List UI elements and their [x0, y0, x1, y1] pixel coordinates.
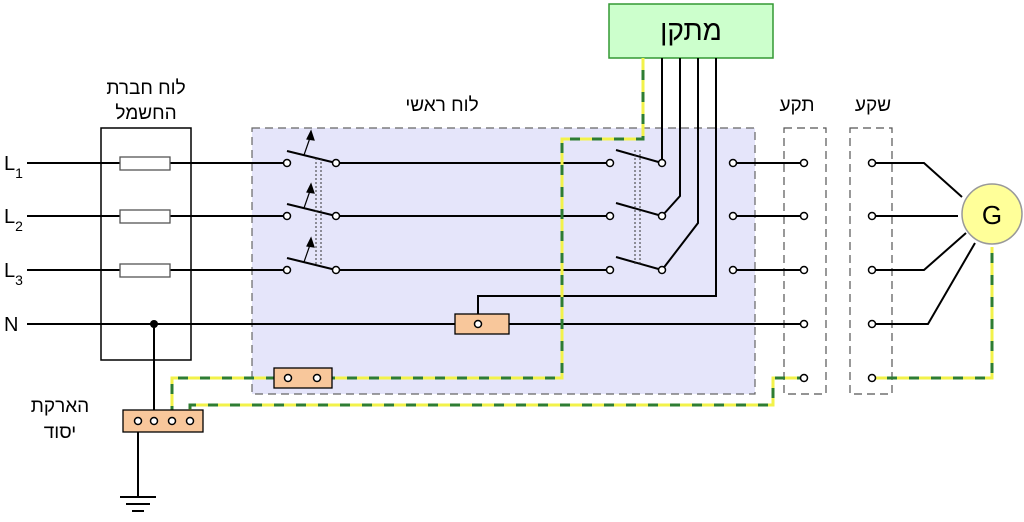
utility-panel-box [100, 127, 192, 361]
plug-label: תקע [779, 95, 814, 116]
main-breaker-linkage [315, 158, 322, 266]
changeover-switch [615, 149, 663, 271]
utility-fuses [119, 156, 171, 278]
device-box [608, 3, 774, 59]
main-breaker-arrows [303, 129, 315, 263]
phase-label-l2: L2 [4, 206, 23, 234]
generator-label: G [982, 200, 1002, 230]
socket-box [849, 127, 893, 395]
device-feed-wires [477, 58, 717, 324]
earthing-label-line1: הארקת [31, 396, 89, 417]
device-label: מתקן [660, 15, 722, 46]
ground-symbol [120, 496, 156, 512]
socket-label: שקע [855, 95, 891, 116]
utility-panel-label-line1: לוח חברת [106, 78, 185, 99]
earth-terminal-pin [283, 373, 293, 383]
main-earthing-bar [122, 409, 204, 433]
utility-panel-label-line2: החשמל [115, 103, 176, 124]
phase-label-l1: L1 [4, 153, 23, 181]
main-panel-label: לוח ראשי [405, 95, 478, 116]
earth-terminal-block [273, 367, 333, 389]
main-panel-box [251, 127, 756, 395]
changeover-linkage [634, 150, 641, 266]
phase-label-l3: L3 [4, 260, 23, 288]
plug-box [783, 127, 827, 395]
earth-terminal-pin [312, 373, 322, 383]
main-breaker [286, 150, 337, 271]
terminal-circles [282, 158, 877, 383]
generator-circle [961, 183, 1023, 245]
generator-wires [875, 162, 976, 325]
neutral-terminal-pin [473, 319, 483, 329]
earthing-label-line2: יסוד [44, 422, 76, 443]
neutral-label: N [4, 314, 18, 336]
main-earthing-bar-pins [133, 416, 195, 426]
